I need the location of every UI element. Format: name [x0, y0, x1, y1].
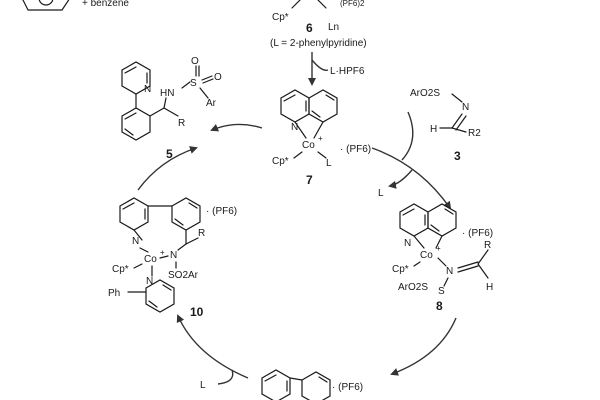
r2-label-3: R2: [468, 128, 481, 139]
arO2s-label-8: ArO2S: [398, 282, 428, 293]
co-label-7: Co: [302, 140, 315, 151]
o2-label-5: O: [214, 72, 222, 83]
imine-3: ArO2S N H R2 3: [410, 88, 481, 163]
cp-star-7: Cp*: [272, 156, 289, 167]
co-label-8: Co: [420, 250, 433, 261]
arrow-bottom-to-10: [176, 314, 249, 379]
hn-label-5: HN: [160, 88, 174, 99]
l-release-curve: [388, 169, 413, 189]
imine-entry-curve: [401, 111, 414, 161]
arrow-7-to-5: [210, 123, 263, 132]
so2ar-label-10: SO2Ar: [168, 270, 199, 281]
co-charge-8: +: [436, 244, 441, 253]
ligand-entry-curve: [217, 369, 234, 385]
n-amide-label-10: N: [170, 250, 177, 261]
imine-3-number: 3: [454, 149, 461, 163]
benzene-fragment: [22, 0, 70, 11]
pf6-label-bottom: · (PF6): [332, 382, 363, 393]
r-label-8: R: [484, 240, 491, 251]
arrow-10-to-5: [137, 146, 198, 191]
product-5-number: 5: [166, 147, 173, 161]
n-label-7: N: [291, 122, 298, 133]
pf6-label-8: · (PF6): [462, 228, 493, 239]
bottom-intermediate: · (PF6): [261, 369, 363, 400]
co-label-10: Co: [144, 254, 157, 265]
compound-6-number: 6: [306, 21, 313, 35]
plus-benzene-label: + benzene: [82, 0, 129, 9]
intermediate-7-number: 7: [306, 173, 313, 187]
cp-star-6: Cp*: [272, 12, 289, 23]
s-label-5: S: [190, 78, 197, 89]
l-byproduct-label: L: [378, 188, 384, 199]
r-label-5: R: [178, 118, 185, 129]
ph-label-10: Ph: [108, 288, 120, 299]
r-label-10: R: [198, 228, 205, 239]
n-label-8: N: [404, 238, 411, 249]
compound-6: Cp* Ln (PF6)2 6 (L = 2-phenylpyridine): [270, 0, 367, 49]
co-charge-7: +: [318, 134, 323, 143]
n-pyridine-label-10: N: [146, 276, 153, 287]
arO2s-label-3: ArO2S: [410, 88, 440, 99]
n-label-5: N: [144, 84, 151, 95]
ligand-note: (L = 2-phenylpyridine): [270, 38, 367, 49]
cp-star-10: Cp*: [112, 264, 129, 275]
h-label-8: H: [486, 282, 493, 293]
hpf6-label: L·HPF6: [330, 66, 365, 77]
intermediate-10-number: 10: [190, 305, 204, 319]
o1-label-5: O: [191, 56, 199, 67]
n-label-10: N: [132, 236, 139, 247]
ligand-l-label: L: [200, 380, 206, 391]
l-label-7: L: [326, 158, 332, 169]
ln-label: Ln: [328, 22, 339, 33]
pf6-label-7: · (PF6): [340, 144, 371, 155]
product-5: N R HN S O O Ar 5: [121, 56, 222, 161]
ar-label-5: Ar: [206, 98, 217, 109]
pf6-label-10: · (PF6): [206, 206, 237, 217]
n-label-3: N: [462, 102, 469, 113]
co-charge-10: +: [160, 248, 165, 257]
intermediate-8-number: 8: [436, 299, 443, 313]
intermediate-10: · (PF6) N R N Co + Cp* SO2Ar N Ph 10: [108, 197, 237, 319]
pf6-fragment-6: (PF6)2: [340, 0, 365, 8]
cp-star-8: Cp*: [392, 264, 409, 275]
hpf6-release-curve: [311, 59, 329, 71]
arrow-7-to-8: [371, 147, 452, 210]
intermediate-8: N Co + · (PF6) Cp* N R H ArO2S S 8: [392, 203, 493, 313]
n-imine-label-8: N: [446, 266, 453, 277]
intermediate-7: N Co + Cp* L · (PF6) 7: [272, 89, 371, 187]
s-label-8: S: [438, 286, 445, 297]
h-label-3: H: [430, 124, 437, 135]
arrow-8-to-bottom: [390, 317, 457, 376]
